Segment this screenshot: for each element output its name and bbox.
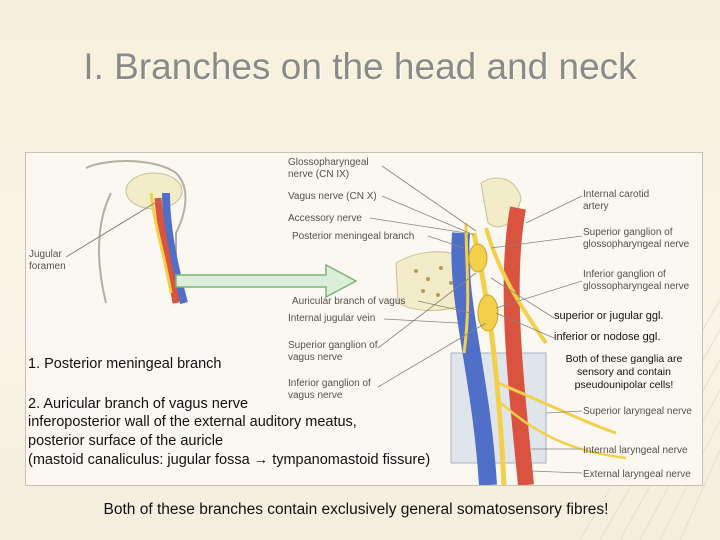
label-external-laryngeal: External laryngeal nerve: [583, 469, 691, 480]
label-internal-carotid: Internal carotid artery: [583, 189, 650, 212]
branch-item-2-line-1: inferoposterior wall of the external aud…: [28, 414, 357, 430]
annotation-superior-ggl: superior or jugular ggl.: [554, 310, 664, 322]
label-glossopharyngeal: Glossopharyngeal nerve (CN IX): [288, 157, 369, 180]
internal-carotid-artery: [503, 206, 534, 485]
label-superior-laryngeal: Superior laryngeal nerve: [583, 406, 692, 417]
label-accessory: Accessory nerve: [288, 213, 362, 224]
annotation-ganglia-note: Both of these ganglia are sensory and co…: [565, 353, 683, 391]
anatomy-figure: Glossopharyngeal nerve (CN IX) Vagus ner…: [25, 152, 703, 486]
zoom-arrow: [175, 263, 358, 299]
branch-item-2: 2. Auricular branch of vagus nerve: [28, 396, 249, 412]
branch-item-2-line-2: posterior surface of the auricle: [28, 433, 224, 449]
label-superior-ganglion-vagus: Superior ganglion of vagus nerve: [288, 340, 378, 363]
inferior-ganglion: [477, 294, 499, 332]
anatomy-illustration: [65, 160, 627, 485]
branch-item-2-line-3: (mastoid canaliculus: jugular fossa → ty…: [28, 452, 431, 468]
annotation-inferior-ggl: inferior or nodose ggl.: [554, 331, 661, 343]
label-jugular-foramen: Jugular foramen: [29, 249, 66, 272]
laryngeal-branch: [500, 402, 627, 460]
internal-jugular-vein: [451, 232, 497, 485]
superior-ganglion: [468, 243, 488, 273]
label-posterior-meningeal: Posterior meningeal branch: [292, 231, 415, 242]
accessory-nerve: [462, 222, 470, 354]
small-artery: [154, 197, 180, 304]
head-outline: [85, 160, 187, 303]
label-internal-laryngeal: Internal laryngeal nerve: [583, 445, 688, 456]
small-nerve: [149, 192, 173, 294]
label-auricular: Auricular branch of vagus: [292, 296, 406, 307]
small-vein: [162, 192, 188, 305]
footer-statement: Both of these branches contain exclusive…: [103, 501, 609, 518]
branch-item-1: 1. Posterior meningeal branch: [28, 356, 222, 372]
neck-outline: [98, 192, 112, 304]
label-inferior-ganglion-glosso: Inferior ganglion of glossopharyngeal ne…: [583, 269, 690, 292]
slide-title: I. Branches on the head and neck: [83, 46, 637, 87]
glosso-nerve: [484, 227, 548, 345]
label-inferior-ganglion-vagus: Inferior ganglion of vagus nerve: [288, 378, 371, 401]
label-superior-ganglion-glosso: Superior ganglion of glossopharyngeal ne…: [583, 227, 690, 250]
label-vagus: Vagus nerve (CN X): [288, 191, 377, 202]
label-internal-jugular: Internal jugular vein: [288, 313, 376, 324]
